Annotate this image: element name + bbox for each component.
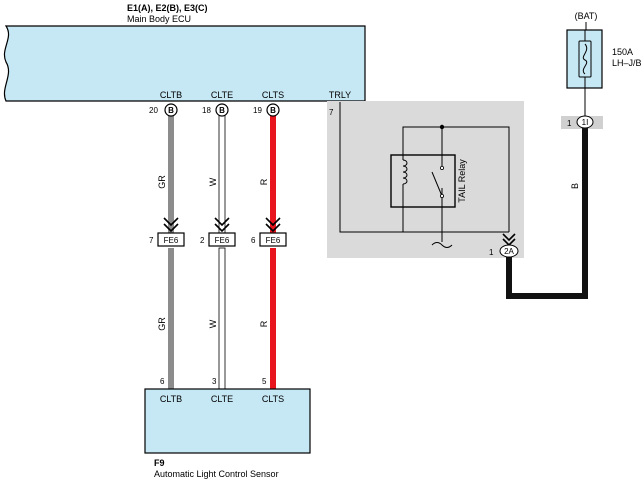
ecu-title: E1(A), E2(B), E3(C): [127, 3, 208, 13]
ecu-terminal-cltb: CLTB: [160, 90, 182, 100]
junction-dot: [439, 124, 445, 130]
sensor-terminal-clte: CLTE: [211, 394, 233, 404]
wire-r-label-lower: R: [259, 320, 269, 327]
relay-contact-bottom: [439, 193, 444, 198]
relay-ground-icon: [431, 242, 453, 248]
relay-area: [327, 101, 524, 258]
sensor-box: [144, 388, 311, 454]
ecu-connector-cltb: [164, 103, 178, 117]
fe6-pin-r: 6: [251, 236, 256, 245]
sensor-pin-cltb: 6: [160, 377, 165, 386]
fe6-connector-r: [259, 232, 287, 247]
relay-pin-7: 7: [329, 108, 334, 117]
ecu-pin-cltb: 20: [149, 106, 158, 115]
fe6-connector-w: [208, 232, 236, 247]
battery-label: (BAT): [575, 11, 598, 21]
ecu-connector-clte: [215, 103, 229, 117]
sensor-name: Automatic Light Control Sensor: [154, 469, 279, 479]
sensor-pin-clte: 3: [212, 377, 217, 386]
wire-w-label-upper: W: [208, 177, 218, 186]
ecu-pin-clts: 19: [253, 106, 262, 115]
fe6-pin-gr: 7: [149, 236, 154, 245]
bat-connector-label: 1I: [582, 118, 589, 127]
fe6-pin-w: 2: [200, 236, 205, 245]
wire-r-label-upper: R: [259, 178, 269, 185]
wire-w-label-lower: W: [208, 319, 218, 328]
black-wire-label: B: [570, 183, 580, 189]
bat-pin: 1: [567, 119, 572, 128]
wire-gr-label-upper: GR: [157, 175, 167, 189]
ecu-terminal-clte: CLTE: [211, 90, 233, 100]
ecu-terminal-clts: CLTS: [262, 90, 284, 100]
ecu-pin-clte: 18: [202, 106, 211, 115]
ecu-connector-cltb-label: B: [168, 106, 174, 115]
ecu-connector-clts-label: B: [270, 106, 276, 115]
black-wire: [506, 128, 588, 299]
ecu-box: [3, 25, 366, 102]
wire-r-lower: [270, 248, 276, 389]
relay-coil-icon: [402, 148, 408, 207]
ecu-connector-clts: [266, 103, 280, 117]
fuse-rating: 150A: [612, 47, 633, 57]
wire-r-upper: [270, 114, 276, 238]
relay-contact-top: [439, 165, 444, 170]
ecu-connector-clte-label: B: [219, 106, 225, 115]
ecu-subtitle: Main Body ECU: [127, 14, 191, 24]
fe6-connector-gr-label: FE6: [164, 236, 179, 245]
sensor-code: F9: [154, 458, 165, 468]
tail-relay-label: TAIL Relay: [457, 159, 467, 203]
relay-out-connector-label: 2A: [504, 247, 514, 256]
wire-gr-label-lower: GR: [157, 317, 167, 331]
sensor-pin-clts: 5: [262, 377, 267, 386]
wire-gr-lower: [168, 248, 174, 389]
fe6-chevrons: [163, 217, 281, 233]
fe6-connector-w-label: FE6: [215, 236, 230, 245]
relay-out-pin: 1: [489, 248, 494, 257]
fuse-location: LH–J/B: [612, 58, 642, 68]
fuse-icon: [578, 30, 592, 88]
wire-w-lower: [218, 247, 226, 390]
sensor-terminal-cltb: CLTB: [160, 394, 182, 404]
relay-out-connector: [499, 244, 519, 258]
wire-gr-upper: [168, 114, 174, 238]
sensor-terminal-clts: CLTS: [262, 394, 284, 404]
fe6-connector-gr: [157, 232, 185, 247]
fe6-connector-r-label: FE6: [266, 236, 281, 245]
wire-w-upper: [218, 113, 226, 239]
ecu-terminal-trly: TRLY: [329, 90, 351, 100]
tail-relay-box: [390, 154, 456, 208]
